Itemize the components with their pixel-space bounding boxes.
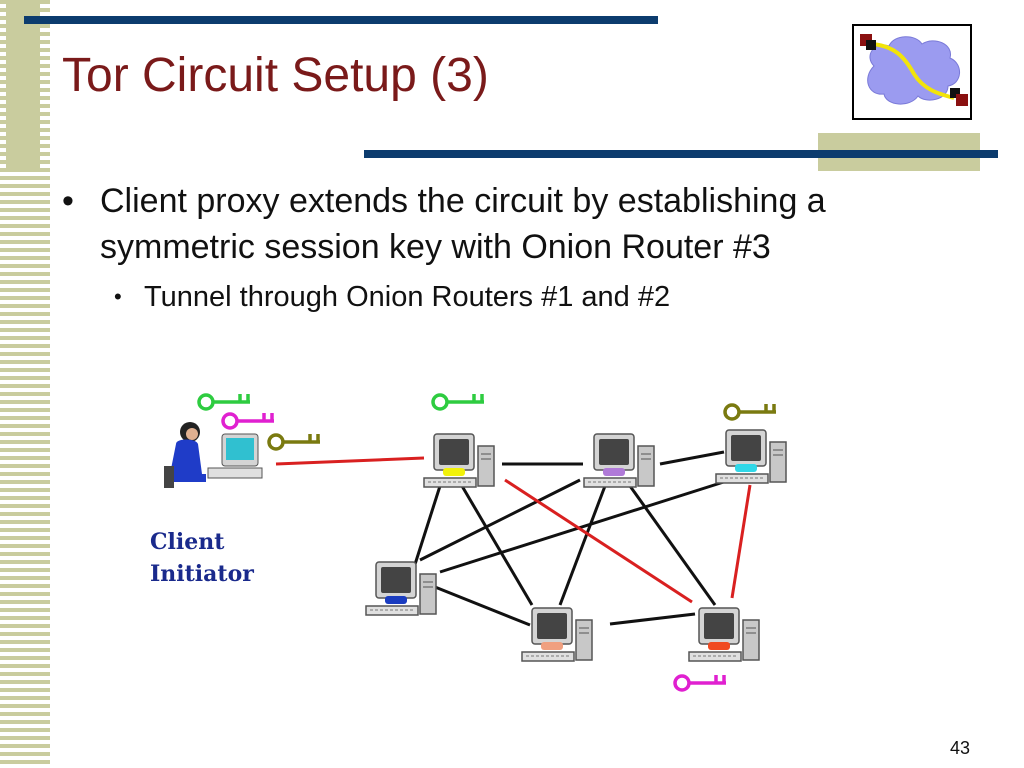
onion-router-right-icon [688, 607, 760, 662]
top-accent-bar [24, 16, 658, 24]
link-client-or1 [275, 456, 425, 466]
link-or2-left [419, 478, 581, 562]
client-label-line2: Initiator [150, 561, 254, 587]
cloud-path-icon [860, 34, 968, 106]
tor-logo [852, 24, 972, 120]
bullet-dot: • [62, 182, 74, 220]
router-right-key-icon [673, 673, 728, 692]
link-or3-right [730, 484, 752, 599]
link-left-bottom [429, 583, 531, 627]
onion-router-2-icon [583, 433, 655, 488]
link-or1-right [504, 478, 693, 604]
onion-router-1-icon [423, 433, 495, 488]
bullet-text: Client proxy extends the circuit by esta… [100, 182, 826, 266]
router1-key-icon [431, 392, 486, 411]
client-key-1-icon [197, 392, 252, 411]
client-initiator-label: Client Initiator [150, 526, 254, 590]
onion-router-3-icon [715, 429, 787, 484]
stripe-solid-block [6, 0, 40, 170]
active-circuit [275, 456, 752, 604]
bullet-level1: • Client proxy extends the circuit by es… [62, 178, 982, 270]
bullet-text: Tunnel through Onion Routers #1 and #2 [144, 281, 671, 313]
link-or2-right [628, 485, 717, 606]
client-key-3-icon [267, 432, 322, 451]
onion-router-bottom-icon [521, 607, 593, 662]
link-or2-or3 [659, 450, 725, 466]
left-decorative-stripe [0, 0, 50, 768]
slide-title: Tor Circuit Setup (3) [62, 49, 489, 102]
page-number: 43 [950, 738, 971, 758]
title-underline-bar [364, 150, 998, 158]
bullet-dot: • [114, 284, 122, 309]
onion-router-left-icon [365, 561, 437, 616]
network-diagram [164, 392, 787, 692]
bullet-level2: • Tunnel through Onion Routers #1 and #2 [62, 278, 982, 316]
link-or3-left [439, 478, 731, 574]
link-or1-bottom [460, 485, 534, 606]
client-key-2-icon [221, 411, 276, 430]
bullet-list: • Client proxy extends the circuit by es… [62, 178, 982, 316]
client-label-line1: Client [150, 529, 225, 555]
router3-key-icon [723, 402, 778, 421]
link-bottom-right [609, 612, 696, 626]
link-or2-bottom [558, 485, 607, 606]
idle-links [408, 450, 731, 627]
client-user-icon [164, 422, 263, 488]
